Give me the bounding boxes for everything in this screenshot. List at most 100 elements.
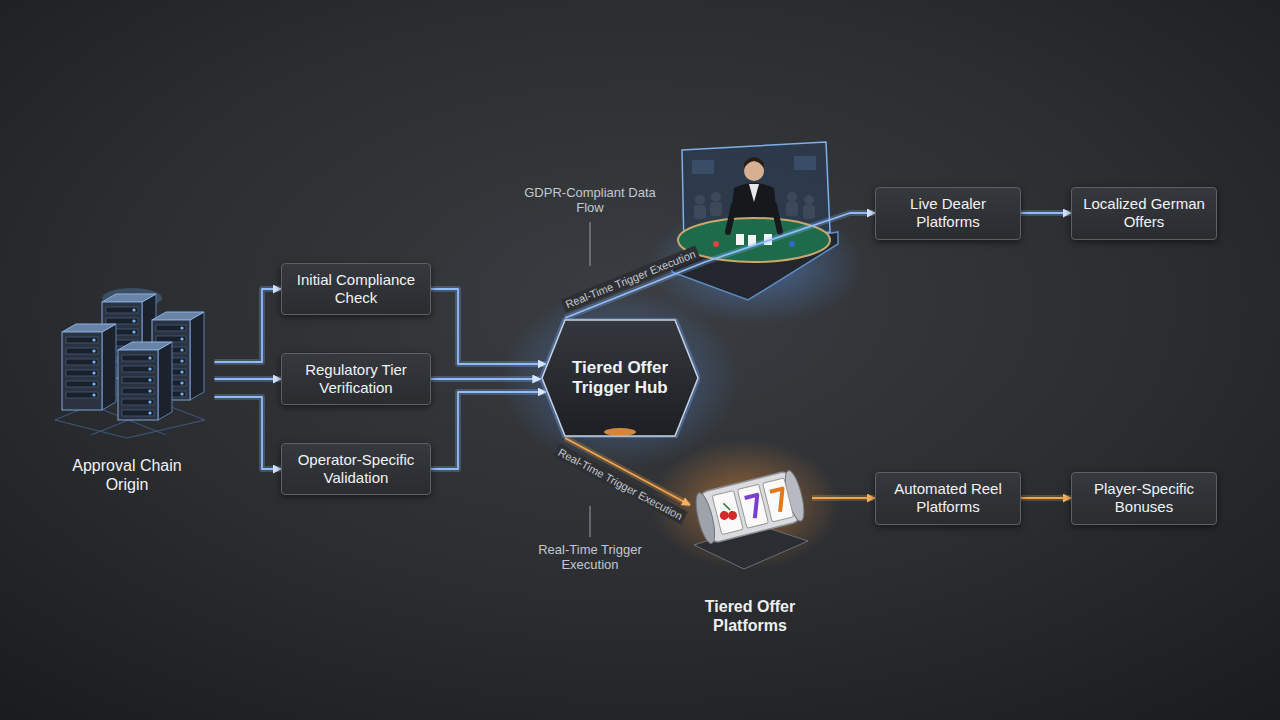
edge-label: Real-Time Trigger Execution	[561, 245, 701, 312]
screen-panel	[692, 160, 714, 174]
node-text: Player-Specific Bonuses	[1080, 480, 1208, 515]
server-light	[148, 400, 151, 403]
server-slot	[66, 370, 98, 376]
server-slot	[66, 348, 98, 354]
server-slot	[66, 381, 98, 387]
server-light	[92, 382, 95, 385]
connector-line	[215, 397, 282, 469]
seven-symbol	[745, 495, 763, 519]
server-top	[62, 324, 116, 332]
server-light	[180, 370, 183, 373]
server-slot	[122, 366, 154, 372]
server-slot	[106, 318, 138, 324]
caption-area: Approval Chain Origin	[40, 456, 215, 494]
server-slot	[66, 337, 98, 343]
server-top	[152, 312, 204, 320]
connector-glow	[565, 213, 875, 318]
server-light	[180, 359, 183, 362]
node-text: Localized German Offers	[1080, 195, 1208, 230]
server-stack	[55, 288, 205, 438]
connector-glow	[431, 376, 540, 382]
server-light	[180, 337, 183, 340]
connector-group	[1021, 213, 1071, 214]
connector-group	[431, 392, 546, 469]
connector-glow	[1021, 495, 1071, 501]
node-text: Regulatory Tier Verification	[290, 361, 422, 396]
hub-text-area: Tiered Offer Trigger Hub	[540, 318, 700, 438]
server-side	[190, 312, 204, 400]
audience-body	[694, 205, 706, 219]
dealer-shirt	[749, 184, 759, 202]
node-text: Approval Chain Origin	[57, 456, 197, 494]
process-box: Localized German Offers	[1071, 187, 1217, 240]
connector-line	[1021, 497, 1071, 499]
process-box: Initial Compliance Check	[281, 263, 431, 315]
server-slot	[122, 410, 154, 416]
process-box: Live Dealer Platforms	[875, 187, 1021, 240]
server-light	[180, 326, 183, 329]
node-text: Automated Reel Platforms	[884, 480, 1012, 515]
reel-window	[737, 484, 768, 528]
chip	[789, 241, 795, 247]
leader-line	[590, 506, 591, 537]
connector-group	[215, 289, 282, 362]
connector-glow	[215, 289, 282, 362]
server-light	[180, 348, 183, 351]
connector-group	[565, 213, 875, 318]
node-text: Tiered Offer Trigger Hub	[558, 358, 682, 399]
server-front	[118, 350, 158, 420]
connector-group	[215, 379, 282, 380]
process-box: Automated Reel Platforms	[875, 472, 1021, 525]
process-box: Operator-Specific Validation	[281, 443, 431, 495]
server-slot	[156, 325, 186, 331]
server-light	[148, 411, 151, 414]
server-light	[180, 381, 183, 384]
server-top	[118, 342, 172, 350]
server-slot	[122, 399, 154, 405]
server-front	[62, 332, 102, 410]
server-light	[92, 360, 95, 363]
connector-glow	[215, 397, 282, 469]
node-text: Initial Compliance Check	[290, 271, 422, 306]
connector-glow	[812, 495, 875, 501]
process-box: Player-Specific Bonuses	[1071, 472, 1217, 525]
server-light	[132, 308, 135, 311]
server-light	[92, 393, 95, 396]
connector-group	[1021, 498, 1071, 499]
server-top	[102, 294, 156, 302]
connector-line	[431, 289, 546, 364]
audience-head	[804, 195, 814, 205]
slot-reel-icon	[688, 445, 812, 575]
server-light	[148, 378, 151, 381]
node-text: Live Dealer Platforms	[884, 195, 1012, 230]
server-light	[148, 389, 151, 392]
server-slot	[122, 355, 154, 361]
connector-glow	[431, 392, 546, 469]
connector-line	[431, 378, 540, 380]
connector-line	[215, 378, 282, 380]
connector-group	[431, 379, 540, 380]
connector-group	[431, 289, 546, 364]
server-light	[132, 319, 135, 322]
seven-symbol	[770, 489, 788, 513]
connector-line	[1021, 212, 1071, 214]
server-light	[148, 356, 151, 359]
hub-hexagon: Tiered Offer Trigger Hub	[540, 318, 700, 438]
node-text: Tiered Offer Platforms	[690, 597, 810, 635]
annotation-label: GDPR-Compliant Data Flow	[520, 185, 660, 215]
reel-window	[712, 490, 743, 534]
connector-glow	[1021, 210, 1071, 216]
connector-line	[812, 497, 875, 499]
server-slot	[106, 307, 138, 313]
connector-line	[215, 289, 282, 362]
leader-line	[590, 222, 591, 266]
audience-body	[710, 202, 722, 216]
dealer-hair	[744, 157, 764, 168]
server-light	[92, 349, 95, 352]
server-light	[92, 338, 95, 341]
caption-area: Tiered Offer Platforms	[688, 597, 812, 635]
audience-head	[711, 192, 721, 202]
chip	[713, 241, 719, 247]
annotation-label: Real-Time Trigger Execution	[520, 542, 660, 572]
